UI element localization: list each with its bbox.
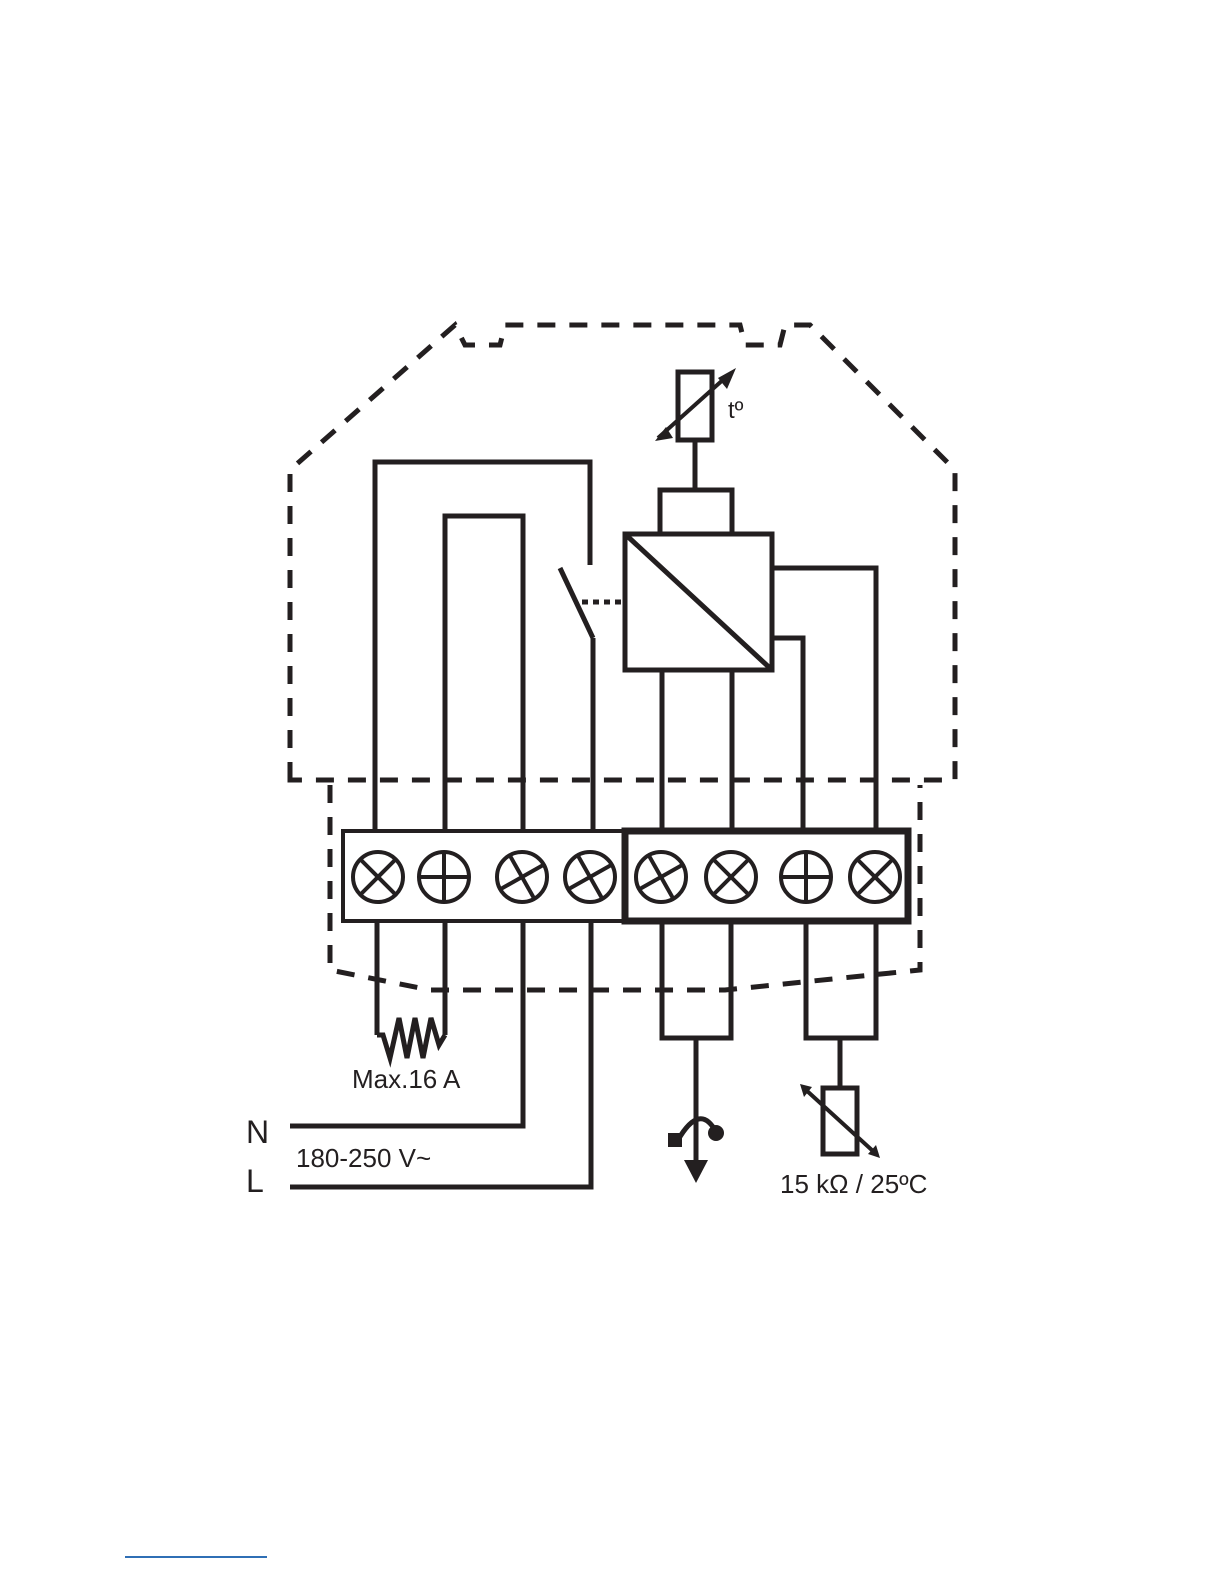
supply-voltage-label: 180-250 V~	[296, 1143, 431, 1173]
line-label: L	[246, 1163, 264, 1199]
ground-square-terminal	[668, 1133, 682, 1147]
ground-loop	[662, 921, 731, 1038]
neutral-wire	[290, 921, 523, 1126]
terminal-screw	[419, 852, 469, 902]
room-sensor-label: tº	[728, 397, 744, 424]
terminal-screw	[497, 852, 547, 902]
controller-wire-3	[772, 638, 803, 830]
neutral-label: N	[246, 1114, 269, 1150]
terminal-block-left	[343, 831, 625, 921]
terminal-block-right	[625, 831, 908, 921]
ground-round-terminal	[708, 1125, 724, 1141]
terminal-screw	[706, 852, 756, 902]
terminal-screw	[353, 852, 403, 902]
load-rating-label: Max.16 A	[352, 1064, 461, 1094]
floor-sensor-label: 15 kΩ / 25ºC	[780, 1169, 927, 1199]
controller-wire-4	[772, 568, 876, 830]
controller-diagonal	[625, 534, 772, 670]
footer-rule	[125, 1556, 267, 1558]
terminal-screw	[781, 852, 831, 902]
relay-switch-blade	[560, 568, 593, 638]
terminal-screw	[565, 852, 615, 902]
terminal-screw	[850, 852, 900, 902]
floor-sensor-arrow	[806, 1090, 874, 1152]
terminal-screw	[636, 852, 686, 902]
sensor-connector	[660, 490, 732, 534]
room-sensor-arrowhead	[718, 368, 736, 389]
ground-arrowhead	[684, 1160, 708, 1183]
relay-inner-wire	[445, 516, 523, 830]
room-sensor-arrow	[658, 378, 725, 438]
heating-element	[377, 1018, 445, 1058]
